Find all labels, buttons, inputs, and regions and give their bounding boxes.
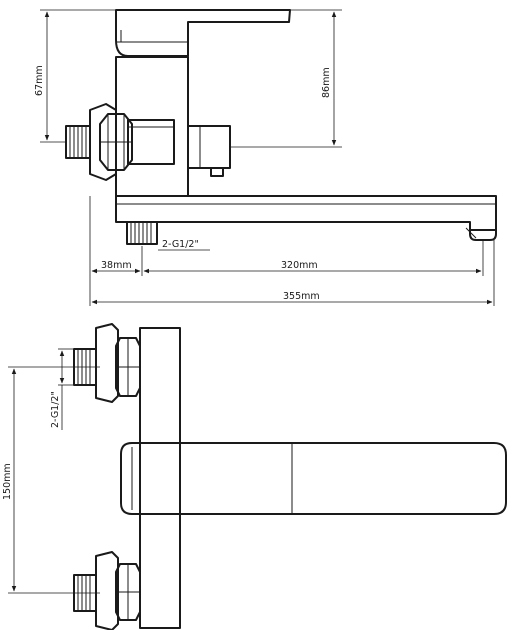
inlet-connector — [65, 103, 133, 181]
bottom-thread — [126, 221, 158, 245]
dimension-320mm: 320mm — [143, 240, 484, 276]
dimension-86mm-label: 86mm — [321, 67, 332, 98]
dimension-355mm-label: 355mm — [283, 291, 320, 302]
dimension-67mm: 67mm — [34, 9, 116, 143]
thread-callout-front-label: 2-G1/2" — [50, 391, 61, 428]
thread-callout-front: 2-G1/2" — [50, 348, 74, 430]
dimension-86mm: 86mm — [230, 9, 342, 148]
dimension-355mm: 355mm — [91, 240, 495, 306]
dimension-320mm-label: 320mm — [281, 260, 318, 271]
dimension-38mm-label: 38mm — [101, 260, 132, 271]
spout — [115, 195, 497, 241]
dimension-150mm-label: 150mm — [2, 463, 13, 500]
cartridge — [127, 119, 175, 165]
front-view: 2-G1/2" 150mm — [2, 323, 507, 630]
side-view: 67mm 86mm 2-G1/2" 38mm 320mm — [34, 9, 497, 306]
thread-callout-top-label: 2-G1/2" — [162, 239, 199, 250]
front-body — [139, 327, 181, 629]
front-connector-bottom — [73, 551, 141, 630]
dimension-38mm: 38mm — [89, 196, 143, 306]
dimension-150mm: 150mm — [2, 366, 100, 594]
diverter-outlet — [187, 125, 231, 177]
dimension-67mm-label: 67mm — [34, 65, 45, 96]
handle-lever — [115, 9, 291, 57]
front-spout — [120, 442, 507, 515]
thread-callout-top: 2-G1/2" — [158, 239, 210, 251]
front-connector-top — [73, 323, 141, 403]
